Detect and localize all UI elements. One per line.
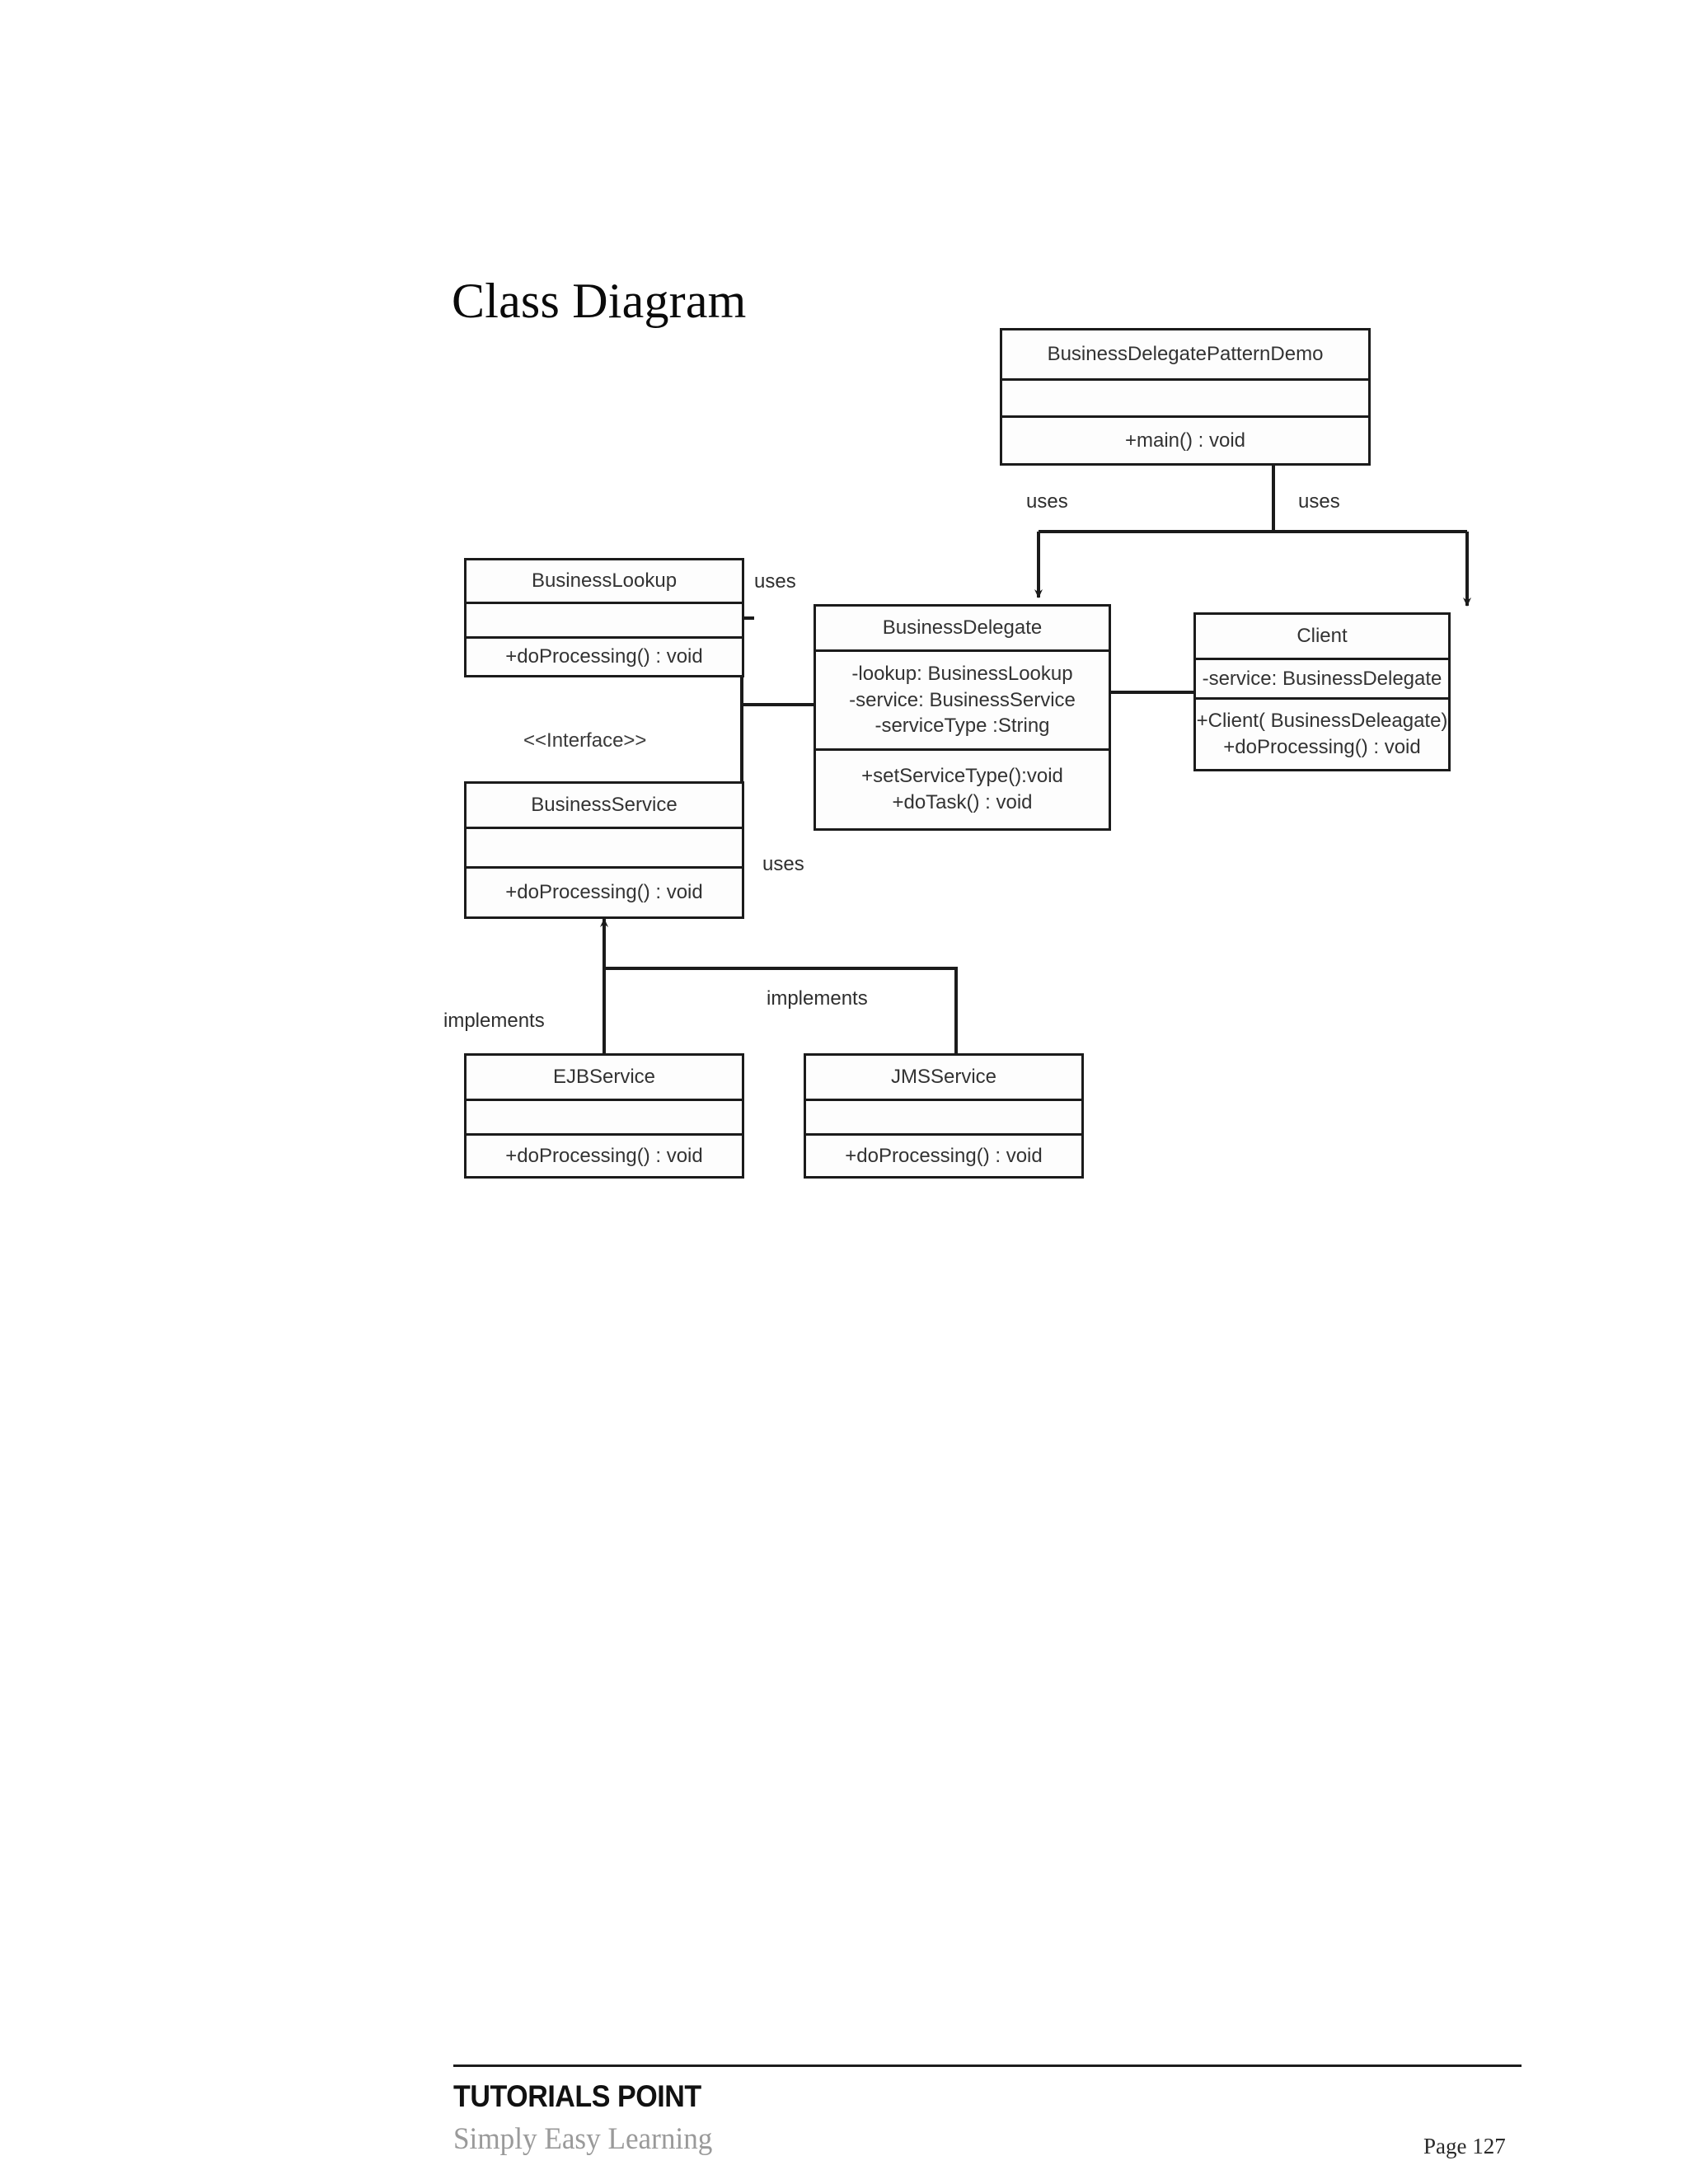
- class-attributes-compartment: [467, 602, 742, 636]
- footer-brand: TUTORIALS POINT: [453, 2079, 701, 2113]
- edge-label-delegate-uses-service: uses: [762, 853, 804, 875]
- class-box-business-delegate-pattern-demo[interactable]: BusinessDelegatePatternDemo +main() : vo…: [1000, 328, 1371, 466]
- class-name-compartment: Client: [1296, 625, 1348, 647]
- footer-divider: [453, 2064, 1522, 2067]
- edge-label-delegate-uses-lookup: uses: [754, 570, 796, 593]
- class-box-jms-service[interactable]: JMSService +doProcessing() : void: [804, 1053, 1084, 1179]
- class-name-compartment: BusinessDelegatePatternDemo: [1047, 343, 1324, 365]
- class-attributes-compartment: [806, 1099, 1081, 1133]
- class-methods-compartment: +Client( BusinessDeleagate) +doProcessin…: [1196, 697, 1448, 769]
- class-box-business-lookup[interactable]: BusinessLookup +doProcessing() : void: [464, 558, 744, 677]
- class-attributes-compartment: [467, 1099, 742, 1133]
- class-box-business-delegate[interactable]: BusinessDelegate -lookup: BusinessLookup…: [814, 604, 1111, 831]
- edge-label-jms-implements: implements: [767, 987, 868, 1010]
- footer-tagline: Simply Easy Learning: [453, 2122, 713, 2156]
- edge-label-ejb-implements: implements: [443, 1010, 545, 1032]
- class-attributes-compartment: -lookup: BusinessLookup -service: Busine…: [816, 649, 1109, 748]
- class-name-compartment: JMSService: [890, 1066, 997, 1088]
- class-methods-compartment: +setServiceType():void +doTask() : void: [816, 748, 1109, 828]
- uml-class-diagram: BusinessDelegatePatternDemo +main() : vo…: [429, 305, 1599, 1179]
- class-methods-compartment: +doProcessing() : void: [467, 866, 742, 916]
- class-box-ejb-service[interactable]: EJBService +doProcessing() : void: [464, 1053, 744, 1179]
- class-box-business-service[interactable]: BusinessService +doProcessing() : void: [464, 781, 744, 919]
- class-methods-compartment: +main() : void: [1002, 415, 1368, 463]
- class-box-client[interactable]: Client -service: BusinessDelegate +Clien…: [1193, 612, 1451, 771]
- class-methods-compartment: +doProcessing() : void: [467, 1133, 742, 1176]
- class-name-compartment: BusinessLookup: [531, 569, 678, 592]
- edge-label-demo-uses-delegate: uses: [1026, 490, 1068, 513]
- class-attributes-compartment: -service: BusinessDelegate: [1196, 658, 1448, 697]
- class-attributes-compartment: [467, 827, 742, 866]
- connector-jms-implements: [604, 967, 958, 1055]
- class-attributes-compartment: [1002, 378, 1368, 415]
- class-name-compartment: BusinessDelegate: [882, 616, 1043, 639]
- class-name-compartment: EJBService: [552, 1066, 656, 1088]
- stereotype-interface-label: <<Interface>>: [523, 729, 647, 752]
- class-methods-compartment: +doProcessing() : void: [806, 1133, 1081, 1176]
- class-name-compartment: BusinessService: [531, 794, 678, 816]
- footer-page-number: Page 127: [1423, 2134, 1506, 2158]
- page-title: Class Diagram: [452, 274, 747, 329]
- class-methods-compartment: +doProcessing() : void: [467, 636, 742, 675]
- edge-label-demo-uses-client: uses: [1298, 490, 1340, 513]
